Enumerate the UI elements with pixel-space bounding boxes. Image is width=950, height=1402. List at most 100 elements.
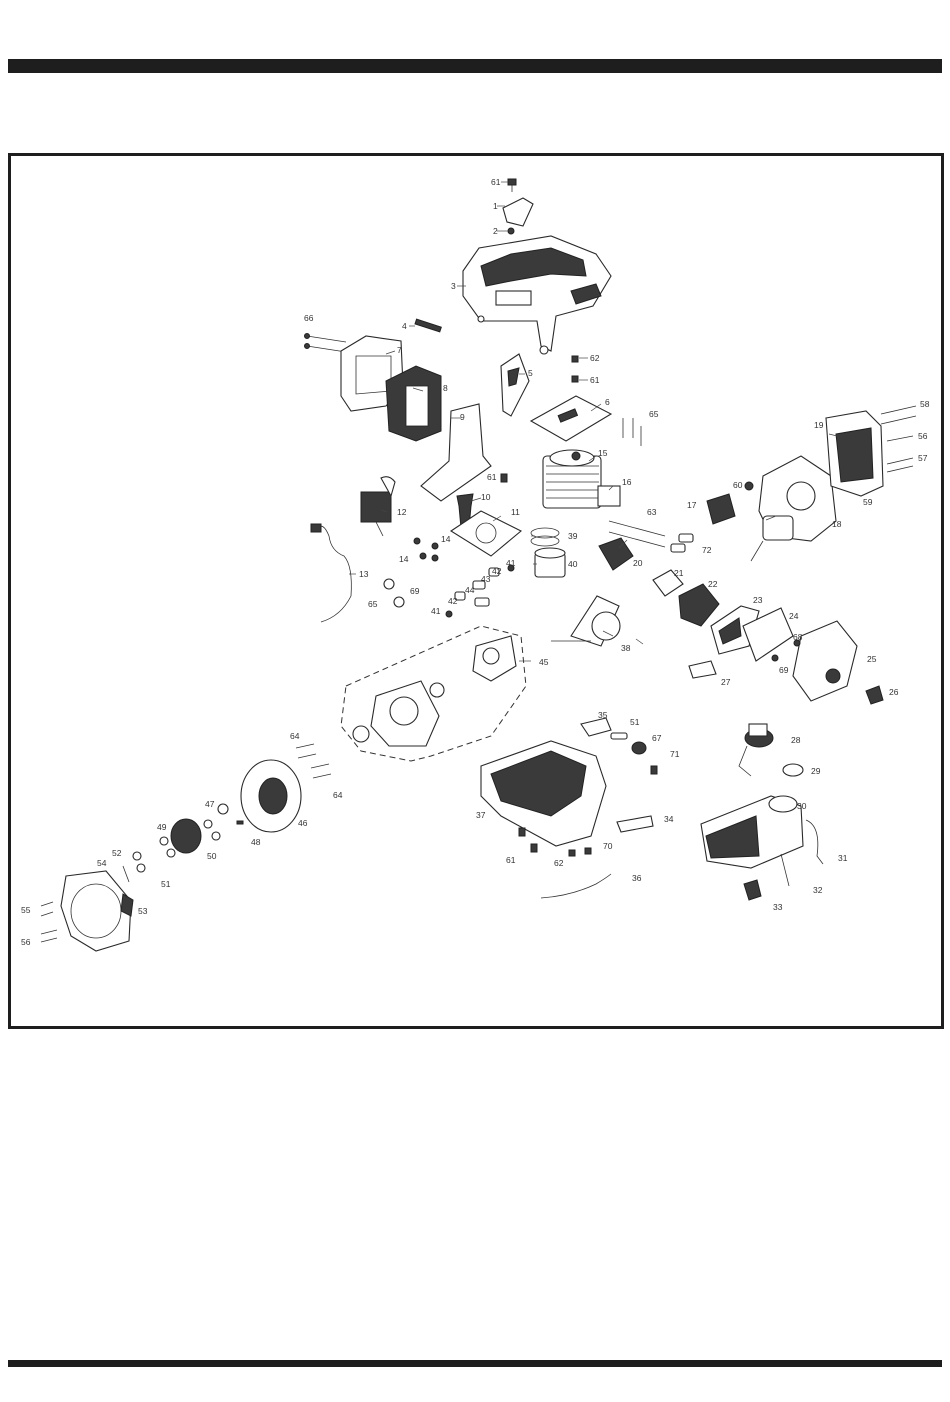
callout-57: 57 bbox=[918, 454, 927, 463]
callout-37: 37 bbox=[476, 811, 485, 820]
part-20-intake bbox=[599, 538, 633, 570]
exploded-parts-diagram: 61 1 2 3 66 4 7 5 62 61 8 6 65 9 58 19 5… bbox=[8, 153, 944, 1029]
callout-69b: 69 bbox=[779, 666, 788, 675]
callout-64b: 64 bbox=[333, 791, 342, 800]
callout-25: 25 bbox=[867, 655, 876, 664]
callout-62b: 62 bbox=[554, 859, 563, 868]
callout-10: 10 bbox=[481, 493, 490, 502]
part-19-plate bbox=[826, 411, 883, 496]
callout-20: 20 bbox=[633, 559, 642, 568]
callout-9: 9 bbox=[460, 413, 465, 422]
part-49-clutch bbox=[171, 819, 201, 853]
callout-16: 16 bbox=[622, 478, 631, 487]
part-66-bolts bbox=[305, 334, 347, 353]
callout-65b: 65 bbox=[368, 600, 377, 609]
callout-24: 24 bbox=[789, 612, 798, 621]
callout-61: 61 bbox=[491, 178, 500, 187]
callout-65: 65 bbox=[649, 410, 658, 419]
callout-8: 8 bbox=[443, 384, 448, 393]
callout-27: 27 bbox=[721, 678, 730, 687]
part-3-top-cover bbox=[463, 236, 611, 354]
callout-63: 63 bbox=[647, 508, 656, 517]
callout-35: 35 bbox=[598, 711, 607, 720]
callout-69: 69 bbox=[410, 587, 419, 596]
callout-52: 52 bbox=[112, 849, 121, 858]
callout-70: 70 bbox=[603, 842, 612, 851]
part-38-crankshaft bbox=[551, 596, 620, 646]
part-26-knob bbox=[866, 686, 883, 704]
callout-32: 32 bbox=[813, 886, 822, 895]
header-rule bbox=[8, 59, 942, 73]
callout-48: 48 bbox=[251, 838, 260, 847]
callout-61b: 61 bbox=[590, 376, 599, 385]
callout-58: 58 bbox=[920, 400, 929, 409]
callout-43: 43 bbox=[481, 575, 490, 584]
part-30-fuel-tank bbox=[701, 796, 803, 868]
callout-54: 54 bbox=[97, 859, 106, 868]
callout-46: 46 bbox=[298, 819, 307, 828]
callout-56: 56 bbox=[918, 432, 927, 441]
part-12-ignition-coil bbox=[361, 477, 395, 536]
callout-41b: 41 bbox=[431, 607, 440, 616]
part-16-gasket bbox=[598, 486, 620, 506]
part-17-component bbox=[707, 494, 735, 524]
callout-4: 4 bbox=[402, 322, 407, 331]
callout-33: 33 bbox=[773, 903, 782, 912]
callout-38: 38 bbox=[621, 644, 630, 653]
part-64-bolts bbox=[296, 744, 331, 778]
callout-67: 67 bbox=[652, 734, 661, 743]
callout-71: 71 bbox=[670, 750, 679, 759]
callout-55: 55 bbox=[21, 906, 30, 915]
part-18-crankcase bbox=[751, 456, 836, 561]
part-25-air-cover bbox=[793, 621, 857, 701]
part-5-shield bbox=[501, 354, 529, 416]
callout-60: 60 bbox=[733, 481, 742, 490]
footer-rule bbox=[8, 1360, 942, 1367]
callout-64: 64 bbox=[290, 732, 299, 741]
callout-13: 13 bbox=[359, 570, 368, 579]
callout-61d: 61 bbox=[506, 856, 515, 865]
callout-51: 51 bbox=[630, 718, 639, 727]
part-1-cover bbox=[503, 198, 533, 226]
callout-72: 72 bbox=[702, 546, 711, 555]
callout-3: 3 bbox=[451, 282, 456, 291]
callout-26: 26 bbox=[889, 688, 898, 697]
callout-34: 34 bbox=[664, 815, 673, 824]
part-29-gasket bbox=[783, 764, 803, 776]
part-53-fan-housing bbox=[61, 871, 133, 951]
part-35-link bbox=[581, 718, 611, 736]
callout-5: 5 bbox=[528, 369, 533, 378]
callout-59: 59 bbox=[863, 498, 872, 507]
part-61-screw bbox=[508, 179, 516, 192]
callout-51b: 51 bbox=[161, 880, 170, 889]
callout-30: 30 bbox=[797, 802, 806, 811]
callout-45: 45 bbox=[539, 658, 548, 667]
callout-14: 14 bbox=[441, 535, 450, 544]
callout-44: 44 bbox=[465, 586, 474, 595]
callout-68: 68 bbox=[793, 633, 802, 642]
part-37-engine-housing bbox=[481, 741, 606, 846]
callout-2: 2 bbox=[493, 227, 498, 236]
callout-7: 7 bbox=[397, 346, 402, 355]
part-34-bracket bbox=[617, 816, 653, 832]
callout-42: 42 bbox=[492, 567, 501, 576]
callout-47: 47 bbox=[205, 800, 214, 809]
callout-49: 49 bbox=[157, 823, 166, 832]
part-46-flywheel bbox=[241, 760, 301, 832]
callout-12: 12 bbox=[397, 508, 406, 517]
callout-23: 23 bbox=[753, 596, 762, 605]
callout-53: 53 bbox=[138, 907, 147, 916]
callout-19: 19 bbox=[814, 421, 823, 430]
part-31-hose bbox=[806, 820, 823, 864]
callout-36: 36 bbox=[632, 874, 641, 883]
callout-50: 50 bbox=[207, 852, 216, 861]
callout-17: 17 bbox=[687, 501, 696, 510]
callout-66: 66 bbox=[304, 314, 313, 323]
callout-22: 22 bbox=[708, 580, 717, 589]
part-32-hose bbox=[781, 854, 789, 886]
callout-11: 11 bbox=[511, 508, 520, 517]
part-28-fuel-cap bbox=[739, 724, 773, 776]
part-40-piston bbox=[535, 548, 565, 577]
part-13-throttle-cable bbox=[317, 526, 351, 622]
callout-41: 41 bbox=[506, 559, 515, 568]
